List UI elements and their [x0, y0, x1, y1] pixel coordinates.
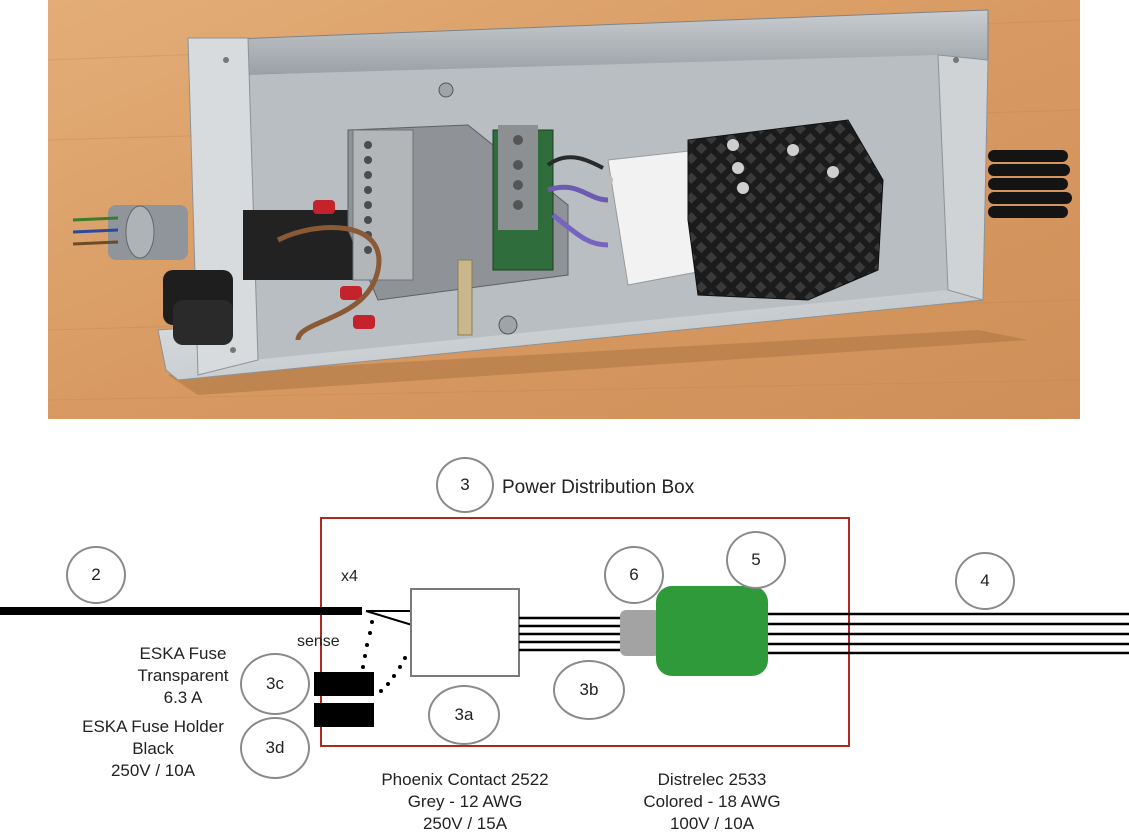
- diagram-title: Power Distribution Box: [502, 477, 695, 498]
- distrelec-description: Distrelec 2533 Colored - 18 AWG 100V / 1…: [624, 769, 800, 835]
- green-connector: [656, 586, 768, 676]
- fuse-holder: [314, 703, 374, 727]
- fuse-name: ESKA Fuse: [139, 644, 227, 663]
- fuse-description: ESKA Fuse Transparent 6.3 A: [128, 643, 238, 709]
- terminal-block: [410, 588, 520, 677]
- callout-2: 2: [66, 546, 126, 604]
- enclosure-photo: [48, 0, 1080, 419]
- callout-3a: 3a: [428, 685, 500, 745]
- fuse-holder-description: ESKA Fuse Holder Black 250V / 10A: [70, 716, 236, 782]
- callout-3: 3: [436, 457, 494, 513]
- output-cables: [768, 612, 1129, 655]
- fuse-rating: 6.3 A: [163, 688, 203, 707]
- x4-label: x4: [341, 568, 358, 585]
- grey-connector: [620, 610, 660, 656]
- callout-6: 6: [604, 546, 664, 604]
- fuse: [314, 672, 374, 696]
- distrelec-name: Distrelec 2533: [657, 770, 767, 789]
- callout-4: 4: [955, 552, 1015, 610]
- fuse-holder-color: Black: [132, 739, 174, 758]
- internal-wires: [519, 616, 622, 652]
- fuse-type: Transparent: [137, 666, 229, 685]
- fuse-holder-rating: 250V / 10A: [110, 761, 196, 780]
- phoenix-name: Phoenix Contact 2522: [381, 770, 549, 789]
- callout-3c: 3c: [240, 653, 310, 715]
- callout-3b: 3b: [553, 660, 625, 720]
- phoenix-rating: 250V / 15A: [422, 814, 508, 833]
- fuse-holder-name: ESKA Fuse Holder: [82, 717, 224, 736]
- callout-3d: 3d: [240, 717, 310, 779]
- distrelec-rating: 100V / 10A: [669, 814, 755, 833]
- enclosure-outline: [320, 517, 850, 747]
- sense-label: sense: [297, 633, 340, 650]
- phoenix-description: Phoenix Contact 2522 Grey - 12 AWG 250V …: [368, 769, 562, 835]
- phoenix-wire: Grey - 12 AWG: [407, 792, 523, 811]
- callout-5: 5: [726, 531, 786, 589]
- distrelec-wire: Colored - 18 AWG: [643, 792, 781, 811]
